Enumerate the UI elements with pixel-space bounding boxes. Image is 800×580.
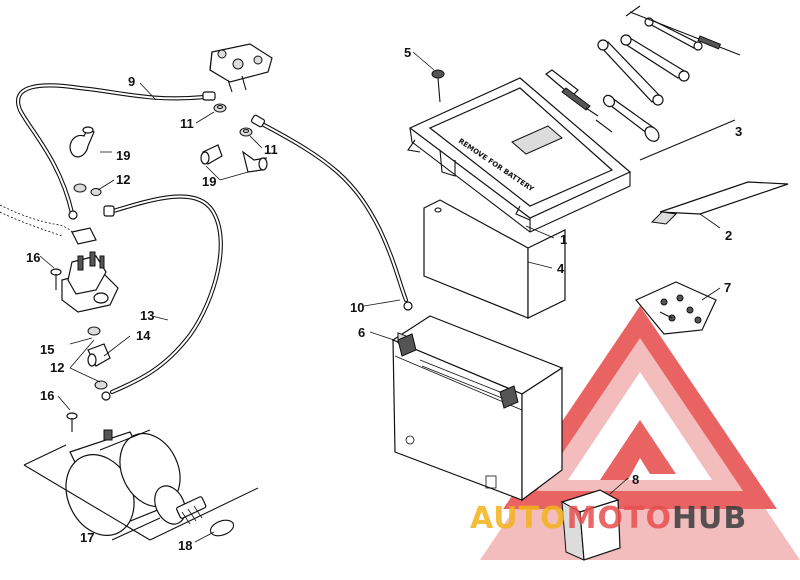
starter-motor bbox=[23, 429, 259, 541]
callout-8: 8 bbox=[632, 472, 639, 487]
nut-12b bbox=[87, 326, 108, 390]
callout-4: 4 bbox=[557, 261, 565, 276]
harness-wire bbox=[0, 204, 81, 241]
boot-14 bbox=[87, 343, 111, 367]
starter-solenoid bbox=[61, 251, 119, 313]
harness-wire-2 bbox=[0, 211, 63, 237]
battery-bracket bbox=[423, 199, 566, 319]
callout-5: 5 bbox=[404, 45, 411, 60]
boot-19c bbox=[69, 126, 95, 158]
callout-10: 10 bbox=[350, 300, 364, 315]
svg-text:AUTOMOTOHUB: AUTOMOTOHUB bbox=[470, 501, 747, 536]
cable-13 bbox=[101, 194, 223, 401]
hardware-bag bbox=[635, 281, 717, 335]
callout-17: 17 bbox=[80, 530, 94, 545]
callout-16b: 16 bbox=[40, 388, 54, 403]
bolt-16b bbox=[66, 412, 78, 432]
callout-16a: 16 bbox=[26, 250, 40, 265]
callout-19b: 19 bbox=[202, 174, 216, 189]
callout-19a: 19 bbox=[116, 148, 130, 163]
battery bbox=[391, 315, 564, 502]
watermark-logo bbox=[480, 305, 800, 560]
screw-5 bbox=[431, 69, 445, 103]
tool-kit bbox=[545, 5, 741, 161]
callout-14: 14 bbox=[136, 328, 151, 343]
callout-15: 15 bbox=[40, 342, 54, 357]
nut-12a bbox=[73, 183, 102, 196]
terminal-block bbox=[209, 43, 273, 93]
callout-2: 2 bbox=[725, 228, 732, 243]
callout-12a: 12 bbox=[116, 172, 130, 187]
cable-9 bbox=[16, 83, 216, 220]
callout-6: 6 bbox=[358, 325, 365, 340]
callout-18: 18 bbox=[178, 538, 192, 553]
watermark-part-moto: MOTO bbox=[567, 501, 672, 536]
o-ring-18 bbox=[209, 519, 235, 537]
battery-tray: REMOVE FOR BATTERY bbox=[407, 77, 632, 233]
foam-pad-8 bbox=[560, 489, 621, 561]
callout-13: 13 bbox=[140, 308, 154, 323]
callout-12b: 12 bbox=[50, 360, 64, 375]
watermark-part-auto: AUTO bbox=[470, 501, 567, 536]
washer bbox=[71, 227, 97, 245]
leader-lines bbox=[39, 51, 721, 543]
callout-11a: 11 bbox=[180, 116, 194, 131]
callout-9: 9 bbox=[128, 74, 135, 89]
callout-1: 1 bbox=[560, 232, 567, 247]
nut-11a bbox=[213, 103, 227, 113]
watermark-text: AUTOMOTOHUB bbox=[470, 501, 747, 536]
strap-2 bbox=[650, 181, 789, 225]
boot-19a bbox=[200, 144, 223, 165]
callout-11b: 11 bbox=[264, 142, 278, 157]
boot-19b bbox=[242, 150, 268, 173]
callout-7: 7 bbox=[724, 280, 731, 295]
bolt-16a bbox=[50, 268, 62, 290]
callout-3: 3 bbox=[735, 124, 742, 139]
callout-labels: 1 2 3 4 5 6 7 8 9 10 11 11 12 12 13 14 1… bbox=[26, 45, 742, 553]
cable-10 bbox=[250, 114, 413, 311]
watermark-part-hub: HUB bbox=[672, 501, 747, 536]
nut-11b bbox=[239, 127, 253, 137]
